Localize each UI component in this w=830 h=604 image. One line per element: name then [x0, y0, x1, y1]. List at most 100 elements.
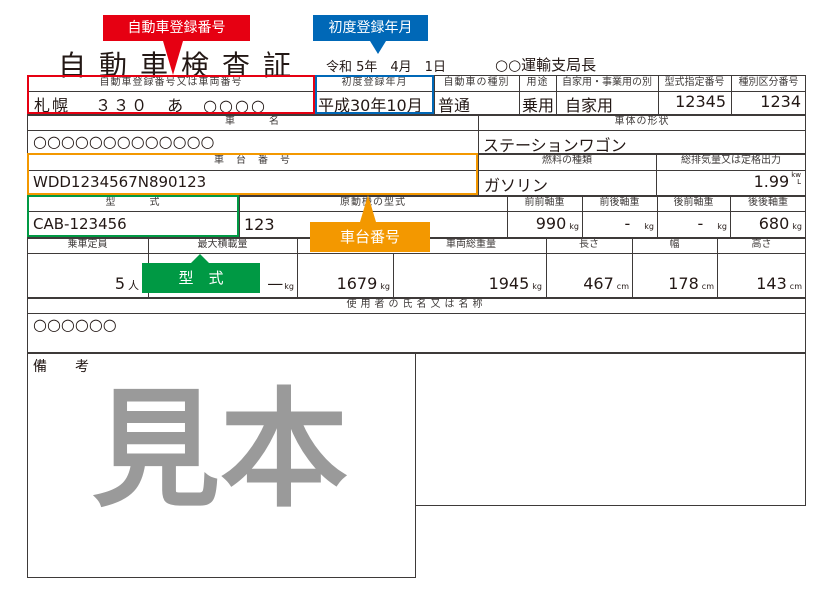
model-designation-value: 12345	[675, 92, 726, 111]
reg-no-label: 自動車登録番号又は車両番号	[99, 77, 243, 88]
category-no-label: 種別区分番号	[738, 77, 799, 88]
category-no-value: 1234	[760, 92, 801, 111]
length-number: 467	[583, 274, 614, 293]
remarks-label: 備 考	[33, 359, 89, 375]
rule	[27, 297, 806, 299]
chassis-no-callout-pointer	[360, 195, 376, 222]
displacement-number: 1.99	[753, 172, 790, 191]
unit-kg: kg	[644, 222, 654, 231]
ff-axle-label: 前前軸重	[524, 197, 565, 208]
model-callout: 型 式	[142, 263, 260, 293]
first-reg-value: 平成30年10月	[318, 96, 423, 115]
unit-kg: kg	[380, 282, 390, 291]
max-load-value: —kg	[264, 274, 294, 293]
rr-axle-number: 680	[758, 214, 790, 233]
fuel-value: ガソリン	[484, 176, 549, 195]
remarks-box	[27, 352, 416, 578]
gross-weight-number: 1679	[336, 274, 378, 293]
rule	[27, 170, 806, 171]
capacity-label: 乗車定員	[67, 239, 108, 250]
rule	[27, 130, 806, 131]
rule	[582, 195, 583, 237]
fr-axle-label: 前後軸重	[599, 197, 640, 208]
rule	[27, 352, 806, 354]
rule	[239, 195, 240, 237]
chassis-no-highlight	[27, 153, 478, 195]
reg-no-callout: 自動車登録番号	[103, 15, 250, 41]
unit-kg: kg	[792, 222, 802, 231]
ff-axle-number: 990	[535, 214, 567, 233]
car-kind-value: 普通	[438, 96, 471, 115]
model-highlight	[27, 195, 239, 237]
width-label: 幅	[669, 239, 680, 250]
car-kind-label: 自動車の種別	[443, 77, 510, 88]
rr-axle-label: 後後軸重	[748, 197, 788, 208]
usage-label: 用途	[526, 77, 549, 88]
rule	[717, 237, 718, 297]
rule	[658, 75, 659, 114]
rule	[507, 195, 508, 237]
height-number: 143	[756, 274, 787, 293]
capacity-number: 5	[114, 274, 125, 293]
fuel-label: 燃料の種類	[542, 155, 592, 166]
rule	[27, 211, 806, 212]
displacement-label: 総排気量又は定格出力	[681, 155, 781, 166]
max-load-number: —	[267, 274, 284, 293]
unit-kg: kg	[569, 222, 579, 231]
unit-kg: kg	[532, 282, 542, 291]
rule	[656, 153, 657, 195]
reg-no-highlight	[27, 75, 315, 114]
first-reg-callout-pointer	[370, 41, 386, 54]
model-designation-label: 型式指定番号	[664, 77, 725, 88]
car-name-value: ○○○○○○○○○○○○○	[33, 132, 215, 151]
rule	[478, 114, 479, 195]
lower-right-cutout	[417, 507, 830, 604]
car-name-label: 車 名	[225, 116, 280, 127]
reg-no-callout-pointer	[163, 41, 183, 75]
private-business-value: 自家用	[565, 96, 614, 115]
fr-axle-value: - kg	[582, 214, 655, 233]
width-number: 178	[668, 274, 699, 293]
rule	[27, 195, 806, 197]
rule	[393, 253, 394, 297]
rule	[657, 195, 658, 237]
unit-kg: kg	[284, 282, 294, 291]
body-shape-value: ステーションワゴン	[483, 136, 627, 155]
reg-no-value: 札幌 ３３０ あ ○○○○	[34, 96, 267, 115]
height-label: 高さ	[751, 239, 772, 250]
rf-axle-label: 後前軸重	[673, 197, 714, 208]
first-reg-label: 初度登録年月	[341, 77, 408, 88]
engine-model-value: 123	[244, 215, 275, 234]
private-business-label: 自家用・事業用の別	[562, 77, 652, 88]
rf-axle-value: -kg	[657, 214, 728, 233]
chassis-no-callout: 車台番号	[310, 222, 430, 252]
model-value: CAB-123456	[33, 215, 127, 233]
max-load-label: 最大積載量	[197, 239, 248, 250]
model-label: 型 式	[105, 197, 161, 208]
rule	[27, 253, 806, 254]
rule	[27, 91, 806, 92]
rule	[434, 75, 435, 114]
unit-cm: cm	[789, 282, 802, 291]
fr-axle-number: -	[624, 214, 631, 233]
model-callout-pointer	[191, 254, 209, 263]
rule	[730, 195, 731, 237]
owner-value: ○○○○○○	[33, 315, 117, 334]
first-reg-highlight	[315, 75, 434, 114]
unit-kw: kw	[791, 171, 801, 179]
rule	[297, 237, 298, 297]
unit-cm: cm	[701, 282, 714, 291]
owner-label: 使用者の氏名又は名称	[346, 299, 487, 310]
sample-watermark: 見本	[92, 376, 349, 525]
unit-l: L	[797, 178, 801, 186]
unit-kg: kg	[717, 222, 727, 231]
issuer: ○○運輸支局長	[495, 56, 597, 74]
gross-weight-label: 車両総重量	[446, 239, 496, 250]
